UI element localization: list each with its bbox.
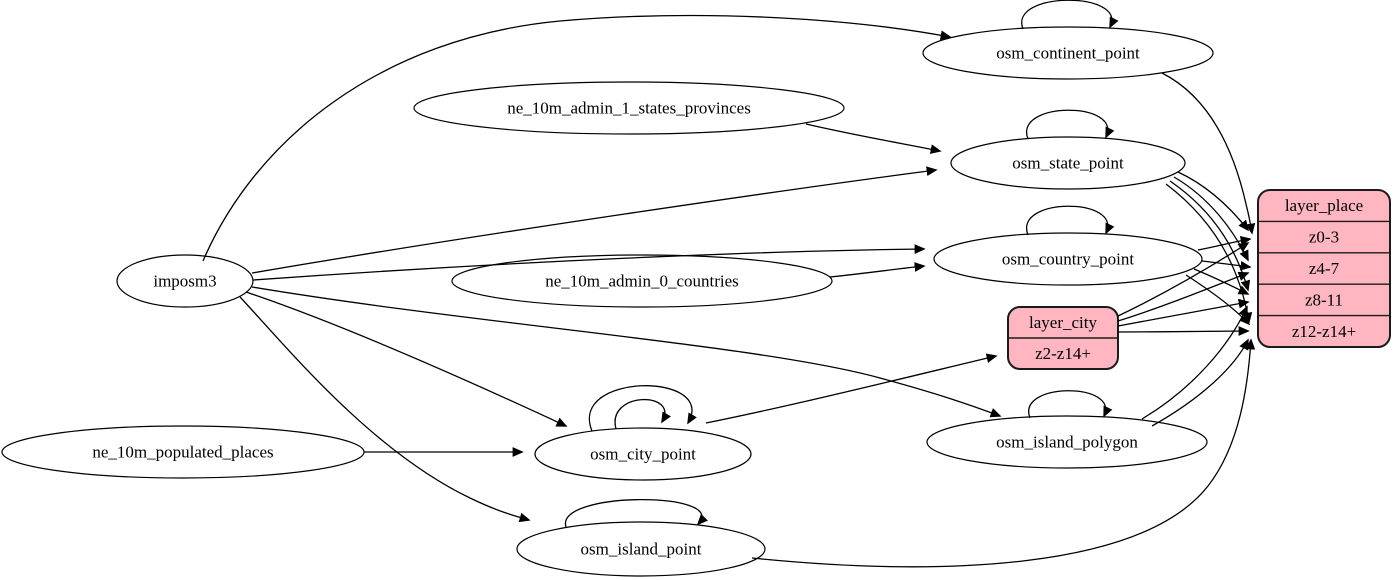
- edge-osm-country-point-to-layer-place-z0-3: [1197, 235, 1252, 251]
- edge-imposm3-to-osm-island-point: [239, 296, 531, 523]
- edge-imposm3-to-osm-country-point: [252, 244, 926, 281]
- edge-layer-city-to-layer-place-z12-z14-: [1117, 326, 1250, 336]
- ellipse-shape: [933, 232, 1203, 286]
- node-label: osm_country_point: [1002, 250, 1134, 269]
- record-row-z12-z14-: z12-z14+: [1292, 322, 1356, 341]
- edge-imposm3-to-osm-state-point: [251, 166, 938, 274]
- edge-osm-city-point-to-layer-city-z2-z14-: [705, 353, 998, 424]
- record-row-z4-7: z4-7: [1309, 259, 1340, 278]
- node-label: imposm3: [153, 272, 216, 291]
- node-label: osm_island_polygon: [996, 433, 1138, 452]
- node-osm-state-point: osm_state_point: [950, 136, 1186, 190]
- node-osm-country-point: osm_country_point: [933, 232, 1203, 286]
- edge-osm-continent-point-to-osm-continent-point: [1021, 0, 1119, 30]
- node-osm-city-point: osm_city_point: [534, 427, 752, 481]
- ellipse-shape: [413, 81, 845, 135]
- ellipse-shape: [922, 26, 1214, 80]
- edge-osm-island-point-to-osm-island-point: [565, 498, 709, 528]
- node-ne-10m-admin-0-countries: ne_10m_admin_0_countries: [451, 254, 833, 308]
- node-osm-island-point: osm_island_point: [516, 521, 766, 577]
- edge-ne-10m-admin-0-countries-to-osm-country-point: [829, 262, 926, 278]
- node-label: ne_10m_populated_places: [92, 443, 273, 462]
- edge-imposm3-to-osm-continent-point: [202, 14, 952, 262]
- edge-osm-country-point-to-osm-country-point: [1025, 205, 1115, 236]
- edge-osm-state-point-to-osm-state-point: [1025, 109, 1115, 140]
- node-layer-place: layer_place z0-3 z4-7 z8-11 z12-z14+: [1257, 189, 1391, 348]
- edge-osm-city-point-to-osm-city-point: [614, 398, 671, 430]
- edge-ne-10m-admin-1-states-provinces-to-osm-state-point: [805, 123, 942, 154]
- ellipse-shape: [116, 254, 254, 308]
- record-row-z0-3: z0-3: [1309, 228, 1339, 247]
- ellipse-shape: [534, 427, 752, 481]
- node-ne-10m-admin-1-states-provinces: ne_10m_admin_1_states_provinces: [413, 81, 845, 135]
- node-label: osm_island_point: [581, 540, 702, 559]
- record-shape: [1257, 189, 1391, 348]
- node-osm-island-polygon: osm_island_polygon: [926, 415, 1208, 469]
- record-title: layer_city: [1029, 313, 1097, 332]
- node-imposm3: imposm3: [116, 254, 254, 308]
- record-title: layer_place: [1285, 196, 1363, 215]
- node-label: ne_10m_admin_0_countries: [545, 272, 739, 291]
- node-label: osm_continent_point: [996, 44, 1140, 63]
- edge-osm-island-polygon-to-layer-place-z8-11: [1141, 305, 1248, 420]
- node-layer-city: layer_city z2-z14+: [1007, 306, 1119, 370]
- node-label: ne_10m_admin_1_states_provinces: [507, 99, 751, 118]
- node-label: osm_state_point: [1012, 154, 1124, 173]
- edge-layer-city-to-layer-place-z4-7: [1117, 271, 1250, 322]
- ellipse-shape: [926, 415, 1208, 469]
- ellipse-shape: [950, 136, 1186, 190]
- ellipse-shape: [516, 521, 766, 577]
- edge-imposm3-to-osm-city-point: [245, 291, 568, 427]
- node-label: osm_city_point: [590, 445, 696, 464]
- ellipse-shape: [451, 254, 833, 308]
- edge-osm-island-polygon-to-layer-place-z12-z14-: [1151, 338, 1249, 427]
- record-row-z2-z14-: z2-z14+: [1035, 344, 1091, 363]
- edge-osm-country-point-to-layer-place-z4-7: [1201, 260, 1252, 271]
- edge-imposm3-to-osm-island-polygon: [251, 286, 1002, 418]
- edge-osm-island-point-to-layer-place-z12-z14-: [751, 338, 1256, 568]
- node-osm-continent-point: osm_continent_point: [922, 26, 1214, 80]
- edge-osm-city-point-to-osm-city-point: [588, 385, 697, 432]
- edge-osm-continent-point-to-layer-place-z0-3: [1161, 72, 1256, 235]
- edge-osm-island-polygon-to-osm-island-polygon: [1028, 390, 1113, 419]
- edge-layer-city-to-layer-place-z8-11: [1117, 298, 1250, 327]
- edge-osm-state-point-to-layer-place-z0-3: [1177, 171, 1250, 232]
- edge-layer-city-to-layer-place-z0-3: [1117, 242, 1250, 317]
- node-ne-10m-populated-places: ne_10m_populated_places: [1, 425, 365, 479]
- record-row-z8-11: z8-11: [1305, 290, 1343, 309]
- edge-osm-country-point-to-layer-place-z12-z14-: [1185, 274, 1251, 326]
